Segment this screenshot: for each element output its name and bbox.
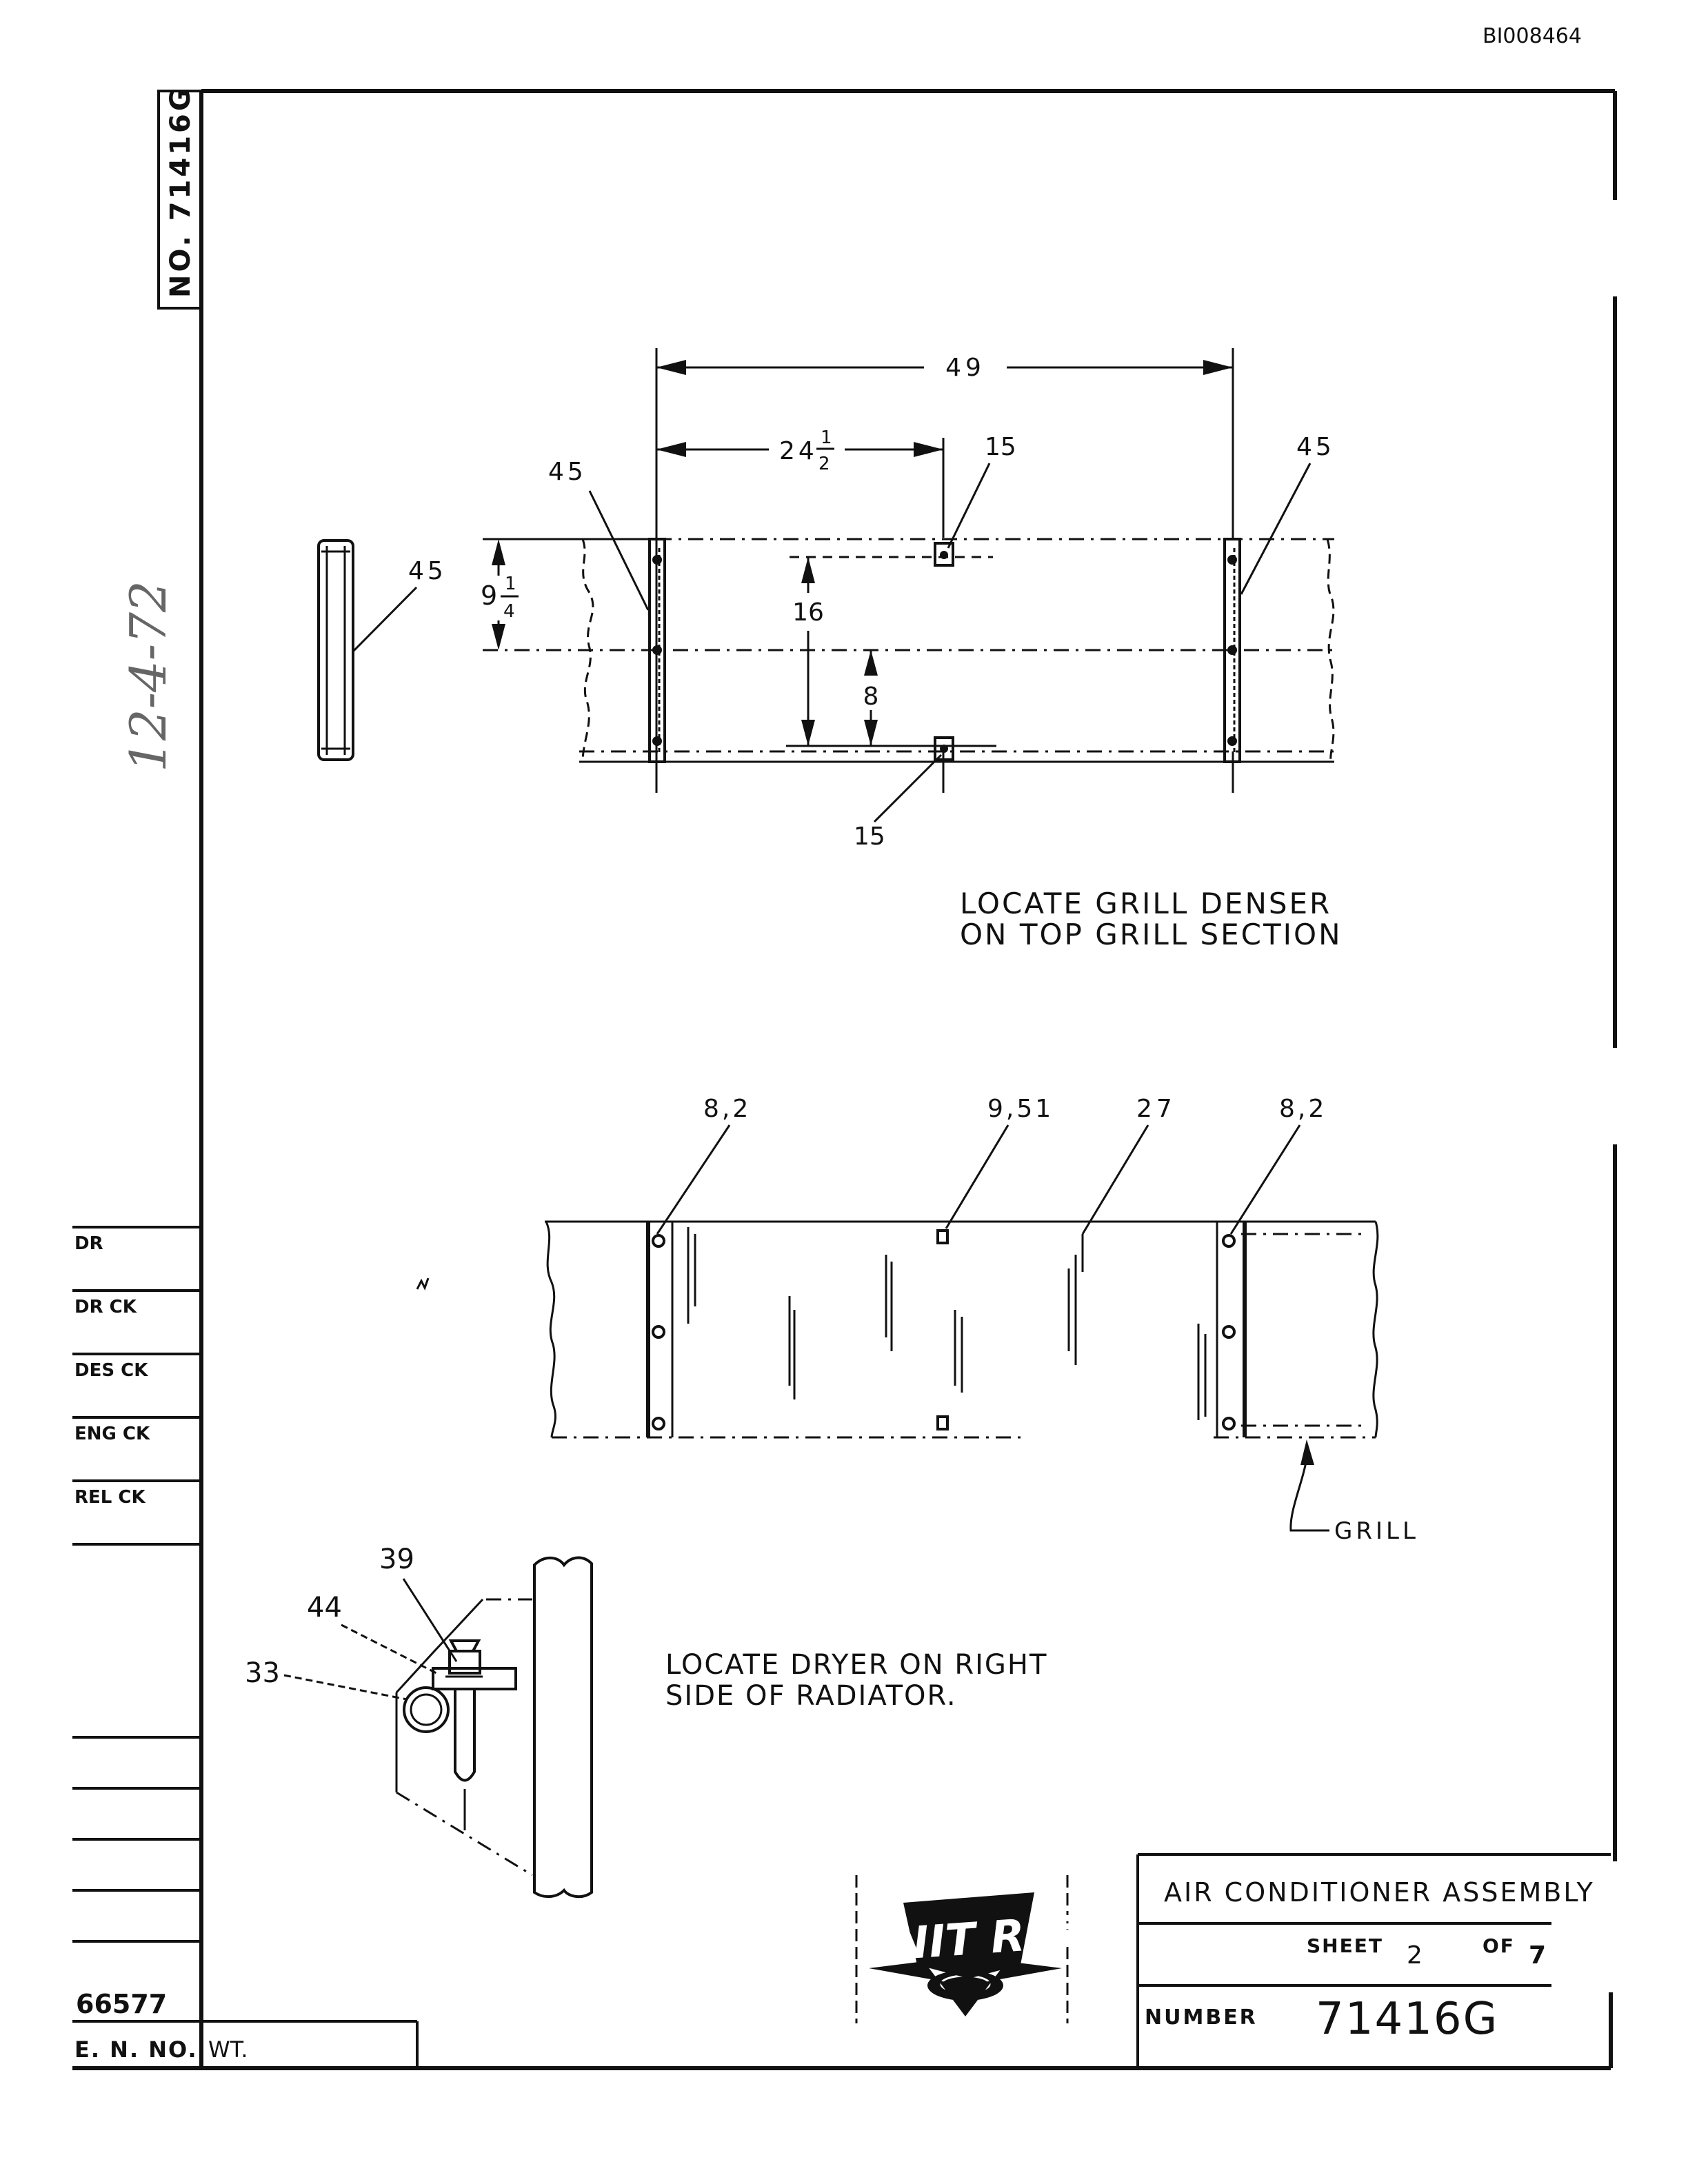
note-dryer-line2: SIDE OF RADIATOR. [665, 1680, 957, 1712]
side-number-box: NO. 71416G [157, 85, 203, 310]
callout-45-left: 45 [548, 458, 587, 486]
callout-9-51: 9,51 [987, 1095, 1054, 1123]
handwritten-date: 12-4-72 [119, 580, 177, 772]
document-id: BI008464 [1483, 24, 1582, 48]
dim-49: 49 [945, 354, 985, 382]
dim-24-num: 1 [821, 427, 832, 448]
callout-27: 27 [1136, 1095, 1176, 1123]
dim-9-num: 1 [505, 574, 516, 594]
approval-dr: DR [74, 1233, 103, 1254]
callout-45-side: 45 [408, 557, 447, 585]
number-label: NUMBER [1145, 2005, 1258, 2030]
drawing-border [72, 89, 1617, 2070]
unit-rig-logo: UNIT RIG [854, 1875, 1079, 2023]
dryer-view: 39 44 33 LOCATE DRYER ON RIGHT SIDE OF R… [245, 1544, 1047, 1899]
dim-9-den: 4 [503, 601, 515, 622]
note-dryer-line1: LOCATE DRYER ON RIGHT [665, 1649, 1047, 1681]
of-label: OF [1483, 1934, 1515, 1957]
top-view-grill-denser: 49 24 1 2 [317, 348, 1343, 951]
note-grill-line2: ON TOP GRILL SECTION [960, 918, 1343, 951]
callout-33: 33 [245, 1657, 280, 1689]
callout-15-top: 15 [985, 433, 1016, 461]
drawing-number: 71416G [1316, 1994, 1498, 2045]
sheet-number: 2 [1407, 1941, 1423, 1970]
approval-rel-ck: REL CK [74, 1487, 145, 1508]
dim-16: 16 [792, 598, 824, 627]
middle-view-grill: 8,2 9,51 27 8,2 GRILL [416, 1095, 1419, 1545]
grill-label: GRILL [1334, 1517, 1419, 1545]
en-number: 66577 [76, 1989, 167, 2019]
approval-column: DR DR CK DES CK ENG CK REL CK 66577 E. N… [72, 1226, 419, 2068]
callout-44: 44 [307, 1592, 342, 1624]
approval-dr-ck: DR CK [74, 1297, 137, 1317]
logo-text: UNIT RIG [854, 1907, 1078, 1973]
approval-des-ck: DES CK [74, 1360, 148, 1381]
callout-45-right: 45 [1296, 433, 1335, 461]
title-block: AIR CONDITIONER ASSEMBLY SHEET 2 OF 7 NU… [1136, 1853, 1611, 2068]
side-number: NO. 71416G [165, 85, 197, 298]
callout-15-bottom: 15 [854, 822, 885, 851]
wt-label: WT. [208, 2036, 248, 2063]
dim-8: 8 [863, 682, 879, 711]
dim-24-whole: 24 [779, 437, 818, 465]
callout-39: 39 [379, 1544, 414, 1575]
callout-8-2-right: 8,2 [1279, 1095, 1327, 1123]
approval-eng-ck: ENG CK [74, 1424, 150, 1444]
sheet-total: 7 [1529, 1941, 1546, 1970]
note-grill-line1: LOCATE GRILL DENSER [960, 887, 1332, 920]
callout-8-2-left: 8,2 [703, 1095, 751, 1123]
sheet-label: SHEET [1307, 1934, 1383, 1957]
en-label: E. N. NO. [74, 2036, 198, 2063]
dim-24-den: 2 [818, 454, 830, 474]
dim-9-whole: 9 [481, 580, 497, 611]
drawing-title: AIR CONDITIONER ASSEMBLY [1164, 1877, 1595, 1908]
